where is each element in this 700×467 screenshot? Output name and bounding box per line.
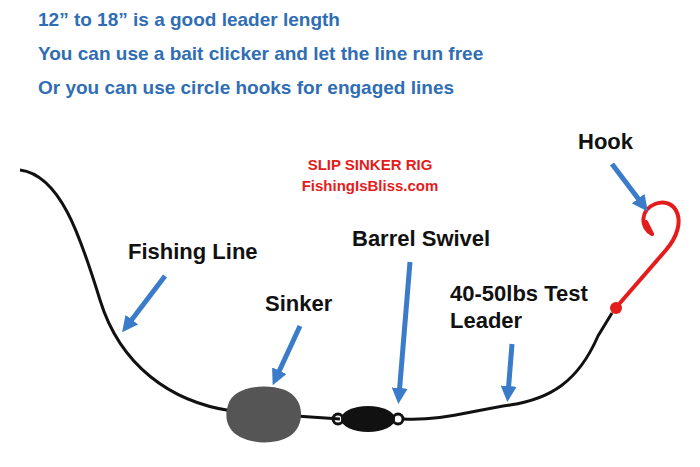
website-label: FishingIsBliss.com	[302, 176, 439, 195]
part-label: Barrel Swivel	[352, 225, 490, 252]
part-label: Hook	[578, 128, 633, 155]
note-text: You can use a bait clicker and let the l…	[38, 42, 483, 66]
note-text: Or you can use circle hooks for engaged …	[38, 76, 454, 100]
barrel-swivel	[341, 406, 395, 432]
fishing-line	[20, 170, 232, 411]
pointer-arrow	[276, 326, 300, 378]
pointer-arrow	[508, 344, 512, 394]
swivel-eye	[333, 414, 343, 424]
hook	[620, 203, 679, 303]
diagram-title: SLIP SINKER RIG	[308, 155, 433, 174]
swivel-eye	[393, 414, 403, 424]
pointer-arrow	[399, 262, 410, 396]
pointer-arrow	[127, 276, 165, 326]
note-text: 12” to 18” is a good leader length	[38, 8, 340, 32]
hook-eye	[610, 302, 622, 314]
sinker	[226, 386, 301, 442]
part-label: Fishing Line	[128, 238, 258, 265]
part-label: Sinker	[265, 290, 332, 317]
part-label: 40-50lbs Test Leader	[450, 280, 590, 334]
pointer-arrow	[612, 164, 643, 205]
